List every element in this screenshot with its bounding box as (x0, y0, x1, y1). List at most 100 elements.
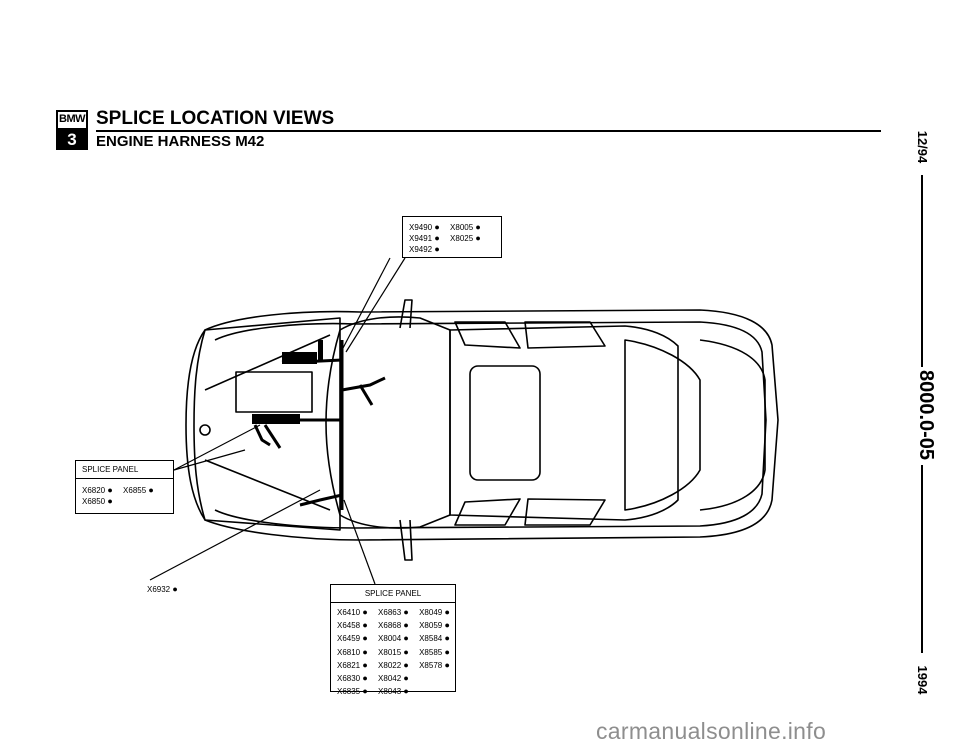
splice-dot-icon: ● (403, 633, 409, 644)
connector-post (318, 340, 323, 362)
leader-top-box (345, 257, 406, 353)
side-window-top-front (454, 321, 521, 349)
splice-dot-icon: ● (434, 233, 440, 243)
splice-id: X8584 ● (419, 633, 450, 644)
splice-dot-icon: ● (362, 686, 368, 697)
splice-dot-icon: ● (362, 633, 368, 644)
leader-top-box-2 (341, 257, 391, 351)
splice-id: X6820 ● (82, 485, 113, 495)
splice-dot-icon: ● (362, 646, 368, 657)
splice-id: X6835 ● (337, 686, 368, 697)
splice-id: X9491 ● (409, 233, 440, 243)
leader-x6932 (149, 489, 321, 581)
splice-id: X6458 ● (337, 620, 368, 631)
side-window-bottom-rear (524, 498, 606, 526)
harness-cabin-branch-2 (358, 384, 374, 406)
splice-dot-icon: ● (107, 496, 113, 506)
splice-row: X9492 ● (403, 244, 501, 255)
logo-series: 3 (58, 130, 86, 150)
page-subtitle: ENGINE HARNESS M42 (96, 133, 265, 150)
watermark-text: carmanualsonline.info (596, 718, 827, 744)
margin-rule-upper (921, 175, 923, 367)
margin-rule-lower (921, 465, 923, 653)
splice-dot-icon: ● (362, 659, 368, 670)
splice-dot-icon: ● (403, 686, 409, 697)
splice-id: X6855 ● (123, 485, 154, 495)
splice-id: X8015 ● (378, 646, 409, 657)
side-window-top-rear (524, 321, 606, 349)
splice-callout-top: X9490 ● X8005 ● X9491 ● X8025 ● X9492 ● (402, 216, 502, 258)
harness-branch-lower (299, 493, 343, 507)
splice-dot-icon: ● (148, 485, 154, 495)
leader-left-box (173, 449, 246, 471)
splice-id: X6868 ● (378, 620, 409, 631)
splice-dot-icon: ● (172, 584, 178, 594)
splice-label-single: X6932 ● (147, 584, 178, 594)
splice-row: X6821 ● X8022 ● X8578 ● (331, 659, 455, 672)
splice-id: X6810 ● (337, 646, 368, 657)
splice-dot-icon: ● (403, 659, 409, 670)
splice-id: X6410 ● (337, 607, 368, 617)
splice-dot-icon: ● (403, 607, 409, 617)
splice-id: X8059 ● (419, 620, 450, 631)
splice-row: X6830 ● X8042 ● (331, 672, 455, 685)
splice-id: X8043 ● (378, 686, 409, 697)
splice-dot-icon: ● (444, 659, 450, 670)
mirror-top (399, 299, 413, 329)
car-body-inner-line (214, 321, 767, 529)
margin-year: 1994 (915, 665, 930, 695)
splice-row: X6458 ● X6868 ● X8059 ● (331, 619, 455, 632)
splice-dot-icon: ● (475, 222, 481, 232)
splice-row: X6810 ● X8015 ● X8585 ● (331, 646, 455, 659)
splice-dot-icon: ● (444, 607, 450, 617)
leader-bottom-box (343, 499, 376, 585)
splice-row: X9491 ● X8025 ● (403, 233, 501, 244)
harness-cabin-branch (341, 376, 386, 392)
leader-left-box-2 (173, 424, 261, 471)
mirror-bottom (399, 519, 413, 561)
hood-emblem (199, 424, 211, 436)
splice-id: X8022 ● (378, 659, 409, 670)
trunk-outline (699, 339, 766, 511)
splice-dot-icon: ● (403, 646, 409, 657)
splice-dot-icon: ● (403, 620, 409, 631)
hood-outline (193, 317, 341, 531)
bmw-3-series-logo: BMW 3 (56, 110, 88, 150)
page-title: SPLICE LOCATION VIEWS (96, 108, 335, 129)
splice-panel-header: SPLICE PANEL (331, 585, 455, 603)
splice-dot-icon: ● (475, 233, 481, 243)
splice-dot-icon: ● (444, 633, 450, 644)
margin-section-code: 8000.0-05 (915, 369, 937, 461)
splice-id: X8049 ● (419, 607, 450, 617)
splice-panel-header: SPLICE PANEL (76, 461, 173, 479)
splice-row: X9490 ● X8005 ● (403, 222, 501, 233)
rear-window (624, 339, 701, 511)
splice-id: X8004 ● (378, 633, 409, 644)
splice-id: X6863 ● (378, 607, 409, 617)
connector-block-upper (282, 352, 317, 364)
splice-id: X6830 ● (337, 673, 368, 684)
engine-bay-area (235, 371, 313, 413)
splice-row: X6459 ● X8004 ● X8584 ● (331, 632, 455, 645)
harness-engine-lead-2 (263, 424, 282, 449)
splice-panel-bottom: SPLICE PANEL X6410 ● X6863 ● X8049 ● X64… (330, 584, 456, 696)
side-window-bottom-front (454, 498, 521, 526)
splice-id: X8025 ● (450, 233, 481, 243)
splice-id: X6821 ● (337, 659, 368, 670)
splice-id: X8005 ● (450, 222, 481, 232)
splice-dot-icon: ● (434, 222, 440, 232)
splice-dot-icon: ● (107, 485, 113, 495)
splice-id: X9492 ● (409, 244, 440, 254)
splice-dot-icon: ● (403, 673, 409, 684)
splice-row: X6850 ● (76, 496, 173, 507)
hood-crease-upper (204, 334, 331, 391)
splice-id: X8585 ● (419, 646, 450, 657)
splice-dot-icon: ● (362, 620, 368, 631)
margin-date: 12/94 (915, 130, 930, 164)
logo-brand: BMW (58, 112, 86, 130)
sunroof (469, 365, 541, 481)
car-body-outline (185, 309, 779, 541)
connector-block-lower (252, 414, 300, 424)
splice-dot-icon: ● (444, 620, 450, 631)
